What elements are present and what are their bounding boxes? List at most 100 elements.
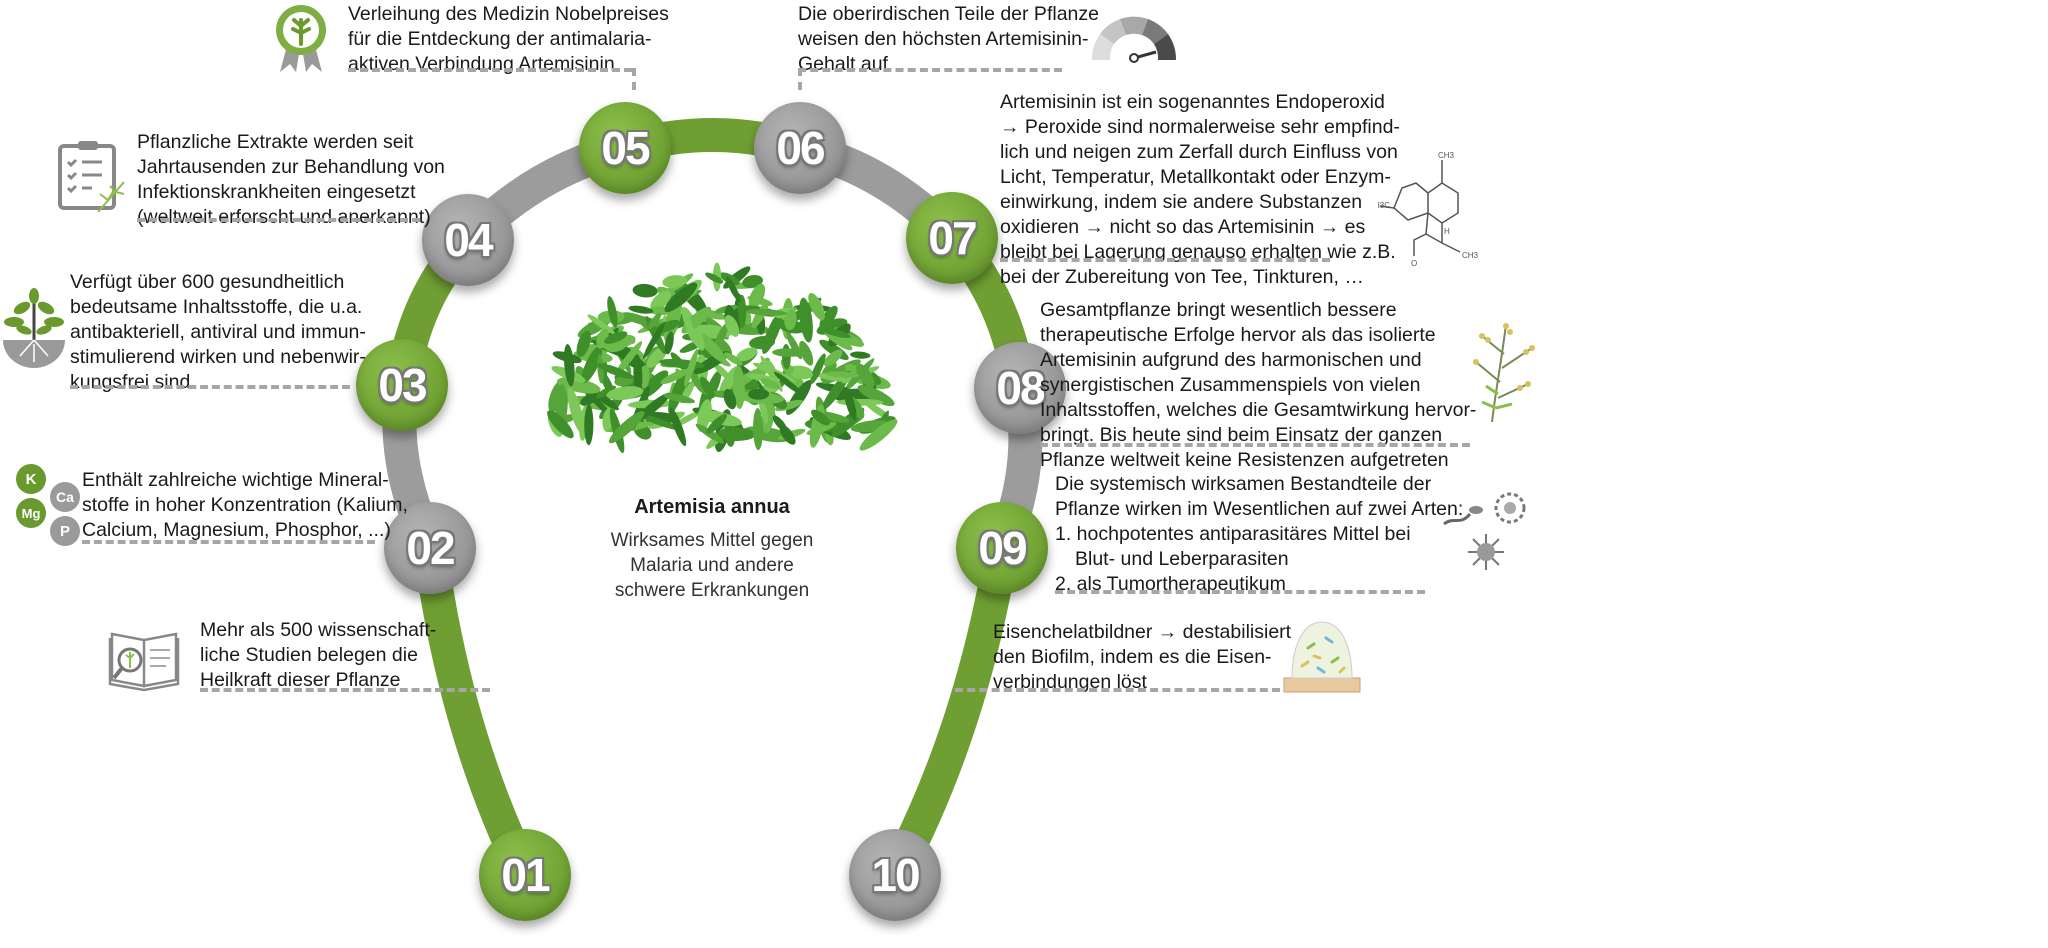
- text-line: Pflanze weltweit keine Resistenzen aufge…: [1040, 449, 1449, 471]
- plant-leaf: [844, 387, 857, 421]
- plant-leaf: [684, 348, 699, 387]
- plant-leaf: [547, 410, 574, 439]
- plant-leaf: [733, 365, 745, 410]
- plant-leaf: [699, 376, 715, 399]
- plant-leaf: [815, 373, 850, 382]
- plant-leaf: [609, 411, 645, 444]
- minerals-icon: K Ca Mg P: [12, 462, 82, 548]
- plant-sprig-icon: [1473, 323, 1535, 423]
- plant-leaf: [745, 308, 787, 316]
- plant-leaf: [819, 327, 851, 339]
- plant-leaf: [823, 349, 843, 367]
- plant-leaf: [587, 314, 616, 335]
- plant-leaf: [856, 363, 875, 389]
- text-line: Enthält zahlreiche wichtige Mineral-: [82, 469, 389, 491]
- text-line: antibakteriell, antiviral und immun-: [70, 321, 366, 343]
- plant-leaf: [697, 332, 726, 363]
- plant-leaf: [799, 297, 813, 343]
- plant-leaf: [682, 308, 696, 344]
- plant-leaf: [714, 363, 731, 380]
- text-line: weisen den höchsten Artemisinin-: [798, 28, 1089, 50]
- text-line: therapeutische Erfolge hervor als das is…: [1040, 324, 1436, 346]
- text-line: Die systemisch wirksamen Bestandteile de…: [1055, 473, 1432, 495]
- step-node-07: 07: [906, 192, 998, 284]
- plant-leaf: [773, 371, 803, 396]
- text-line: einwirkung, indem sie andere Substanzen: [1000, 191, 1363, 213]
- plant-leaf: [772, 348, 806, 357]
- step-node-03: 03: [356, 339, 448, 431]
- text-line: (weltweit erforscht und anerkannt): [137, 206, 431, 228]
- plant-leaf: [650, 290, 672, 311]
- text-line: kungsfrei sind: [70, 371, 191, 393]
- divider-line: [955, 688, 1280, 692]
- ring-segment: [413, 545, 541, 883]
- plant-leaf: [791, 370, 814, 380]
- plant-leaf: [604, 331, 628, 344]
- plant-leaf: [663, 393, 696, 404]
- plant-leaf: [643, 321, 665, 359]
- plant-leaf: [857, 385, 895, 407]
- plant-leaf: [668, 370, 687, 415]
- plant-leaf: [563, 344, 575, 387]
- plant-leaf: [717, 427, 756, 441]
- plant-leaf: [705, 272, 724, 284]
- plant-leaf: [695, 423, 725, 444]
- divider-line: [70, 385, 350, 389]
- molecule-label: H: [1444, 227, 1450, 236]
- plant-leaf: [859, 419, 898, 451]
- step-text-09: Die systemisch wirksamen Bestandteile de…: [1055, 472, 1463, 597]
- plant-leaf: [632, 283, 658, 298]
- plant-leaf: [660, 368, 690, 385]
- plant-leaf: [724, 352, 743, 366]
- text-line: stimulierend wirken und nebenwir-: [70, 346, 366, 368]
- molecule-label: O: [1411, 259, 1417, 268]
- plant-leaf: [662, 275, 687, 288]
- plant-leaf: [615, 341, 643, 376]
- ring-segment: [879, 545, 1019, 883]
- plant-leaf: [607, 296, 618, 328]
- text-line: Verleihung des Medizin Nobelpreises: [348, 3, 669, 25]
- step-text-08: Gesamtpflanze bringt wesentlich bessere t…: [1040, 298, 1476, 473]
- plant-leaf: [581, 345, 603, 384]
- text-line: 2. als Tumortherapeutikum: [1055, 573, 1286, 595]
- plant-leaf: [628, 305, 654, 314]
- plant-leaf: [760, 378, 780, 390]
- connector-line: [798, 68, 802, 90]
- text-line: den Biofilm, indem es die Eisen-: [993, 646, 1272, 668]
- step-node-04: 04: [422, 194, 514, 286]
- plant-leaf: [806, 422, 837, 435]
- text-line: stoffe in hoher Konzentration (Kalium,: [82, 494, 408, 516]
- plant-leaf: [810, 353, 826, 385]
- step-node-08: 08: [974, 342, 1066, 434]
- plant-leaf: [664, 331, 674, 355]
- text-line: Jahrtausenden zur Behandlung von: [137, 156, 445, 178]
- text-line: Eisenchelatbildner → destabilisiert: [993, 621, 1292, 643]
- divider-line: [200, 688, 490, 692]
- step-node-05: 05: [579, 102, 671, 194]
- plant-leaf: [736, 347, 758, 362]
- plant-leaf: [567, 387, 585, 434]
- text-line: Gesamtpflanze bringt wesentlich bessere: [1040, 299, 1397, 321]
- text-line: Pflanze wirken im Wesentlichen auf zwei …: [1055, 498, 1464, 520]
- text-line: lich und neigen zum Zerfall durch Einflu…: [1000, 141, 1398, 163]
- plant-leaf: [595, 385, 616, 399]
- plant-leaf: [596, 363, 635, 379]
- plant-leaf: [811, 409, 830, 426]
- award-badge-icon: [276, 5, 326, 72]
- plant-leaf: [779, 424, 796, 445]
- microbes-icon: [1443, 492, 1526, 570]
- plant-leaf: [706, 413, 728, 434]
- plant-leaf: [850, 351, 871, 359]
- text-line: aktiven Verbindung Artemisinin: [348, 53, 615, 75]
- plant-leaf: [621, 312, 655, 326]
- plant-leaf: [723, 389, 737, 410]
- molecule-label: CH3: [1462, 251, 1479, 260]
- magnesium-badge: Mg: [16, 498, 46, 528]
- plant-leaf: [747, 388, 770, 400]
- plant-leaf: [742, 274, 763, 289]
- text-line: verbindungen löst: [993, 671, 1147, 693]
- plant-leaf: [825, 371, 859, 378]
